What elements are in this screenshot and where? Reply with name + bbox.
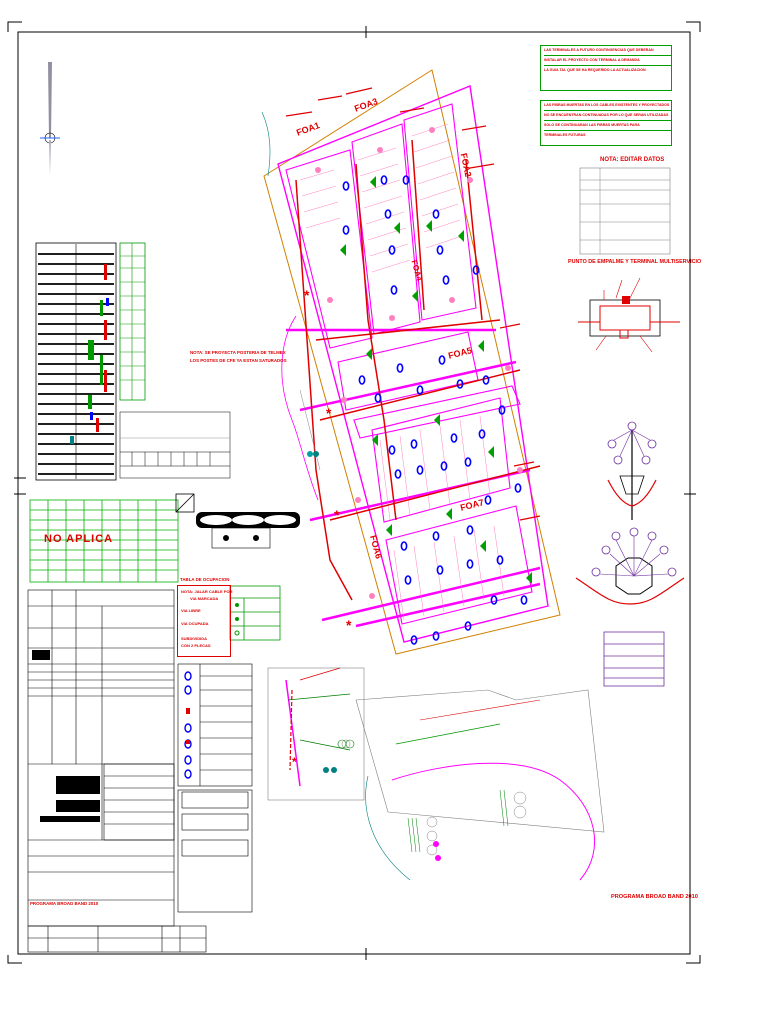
no-aplica-label: NO APLICA (44, 533, 114, 545)
drawing-frame (7, 21, 701, 964)
occupation-green-table (229, 585, 281, 641)
programa-broadband-left: PROGRAMA BROAD BAND 2010 (30, 901, 99, 906)
punto-empalme-title: PUNTO DE EMPALME Y TERMINAL MULTISERVICI… (568, 259, 702, 265)
symbols-legend (177, 663, 253, 913)
note-line: INSTALAR EL PROYECTO CON TERMINAL A DEMA… (544, 56, 671, 66)
con-plecas: CON 2 PLECAS (181, 643, 211, 648)
no-aplica-grid (29, 499, 179, 583)
duct-section-icon (196, 512, 300, 549)
occupation-table: NOTA: JALAR CABLE POR VIA MARCADA VIA LI… (177, 585, 233, 657)
pole-detail-upper (607, 421, 657, 520)
note-line: LAS TERMINALES A FUTURO CONTINGENCIAS QU… (544, 46, 671, 56)
tabla-ocupacion-title: TABLA DE OCUPACION (180, 577, 230, 582)
title-block-hatch (32, 650, 100, 822)
title-block-right (103, 763, 175, 841)
programa-broadband-right: PROGRAMA BROAD BAND 2010 (611, 894, 698, 900)
nota-postes-line1: NOTA: SE PROYECTA POSTERIA DE TELMEX (190, 350, 286, 355)
notes-box-top: LAS TERMINALES A FUTURO CONTINGENCIAS QU… (540, 45, 672, 91)
subdividida: SUBDIVIDIDA (181, 636, 208, 641)
note-line: SOLO SE CONTINUARAN LAS FIBRAS MUERTAS P… (544, 121, 671, 131)
note-line: TERMINALES FUTURAS (544, 133, 586, 137)
svg-text:*: * (326, 405, 332, 421)
nota-editar-datos: NOTA: EDITAR DATOS (600, 157, 665, 163)
nota-postes-line2: LOS POSTES DE CFE YA ESTAN SATURADOS (190, 358, 287, 363)
detail-inset: * (267, 667, 365, 801)
lower-area-plan (341, 689, 605, 881)
service-table (119, 411, 231, 479)
splice-detail (578, 277, 680, 353)
via-marcada: VIA MARCADA (190, 596, 219, 601)
note-line: NO SE ENCUENTRAN CONTINUADAS POR LO QUE … (544, 111, 671, 121)
svg-text:*: * (292, 755, 297, 769)
svg-text:*: * (334, 507, 340, 523)
svg-text:*: * (304, 287, 310, 303)
via-ocupada: VIA OCUPADA (181, 621, 209, 626)
note-line: LAS FIBRAS MUERTAS EN LOS CABLES EXISTEN… (544, 101, 671, 111)
north-arrow-icon (40, 62, 60, 175)
subdivision-plan: * * * * (261, 69, 561, 655)
svg-text:*: * (346, 617, 352, 633)
note-line: LA GUIA TAL QUE SE HA REQUERIDO LA ACTUA… (544, 68, 646, 72)
notes-form (579, 167, 671, 255)
legend-table (35, 242, 146, 481)
nota-jalar: NOTA: JALAR CABLE POR (181, 589, 233, 594)
notes-box-mid: LAS FIBRAS MUERTAS EN LOS CABLES EXISTEN… (540, 100, 672, 146)
pole-detail-lower (575, 527, 685, 605)
via-libre: VIA LIBRE (181, 608, 201, 613)
purple-legend-box (603, 631, 665, 687)
